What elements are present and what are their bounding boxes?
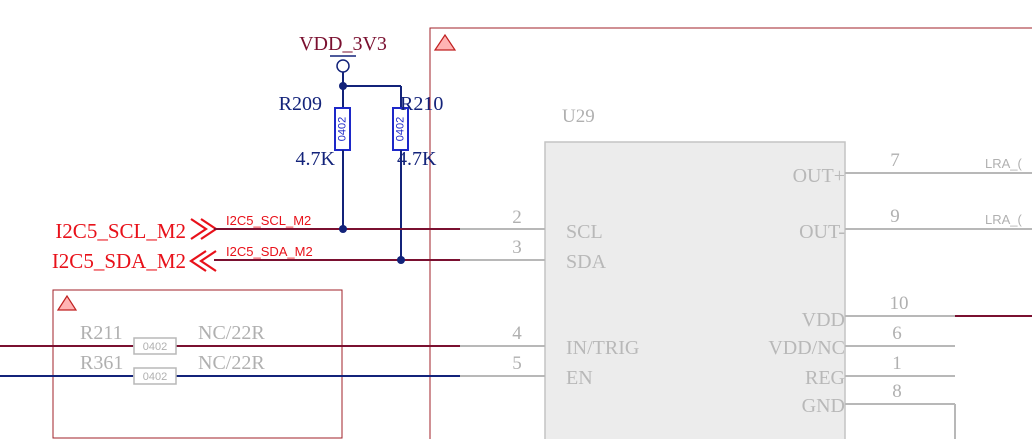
sda-port-arrow [189,250,207,272]
pin-8-number: 8 [892,381,902,402]
scl-port-label: I2C5_SCL_M2 [55,219,186,243]
pin-en-name: EN [566,367,593,389]
pin-out-plus-name: OUT+ [793,165,845,187]
scl-net-label: I2C5_SCL_M2 [226,213,311,228]
junction-dot [339,225,347,233]
r361-ref: R361 [80,352,123,374]
power-circle [336,59,350,73]
pin-vdd-name: VDD [802,309,845,331]
lra-pos-net-label: LRA_( [985,156,1023,171]
r211-ref: R211 [80,322,123,344]
right-sheet-frame [429,27,1032,439]
scl-port-arrow [200,218,218,240]
option-sheet-frame [52,289,343,439]
junction-dot [397,256,405,264]
r209-package: 0402 [336,117,348,141]
sda-port-arrow [199,250,217,272]
pin-out-minus-name: OUT- [799,221,845,243]
pin-reg-name: REG [805,367,845,389]
pin-gnd-name: GND [802,395,845,417]
r211-value: NC/22R [198,322,265,344]
pin-scl-name: SCL [566,221,603,243]
r210-ref: R210 [400,93,443,115]
pin-1-number: 1 [892,353,902,374]
warning-icon [433,33,457,51]
warning-icon [56,294,78,311]
r210-package: 0402 [394,117,406,141]
pin-6-number: 6 [892,323,902,344]
pin-3-number: 3 [512,237,522,258]
pin-7-number: 7 [890,150,900,171]
sda-net-label: I2C5_SDA_M2 [226,244,313,259]
scl-port-arrow [190,218,208,240]
sda-port-label: I2C5_SDA_M2 [52,249,186,273]
r361-value: NC/22R [198,352,265,374]
vdd-3v3-label: VDD_3V3 [299,33,387,55]
pin-4-number: 4 [512,323,522,344]
u29-ref: U29 [562,106,595,127]
pin-9-number: 9 [890,206,900,227]
r211-body [133,337,177,355]
r209-value: 4.7K [296,148,336,170]
r361-package: 0402 [143,371,167,383]
pin-in-trig-name: IN/TRIG [566,337,639,359]
r209-ref: R209 [279,93,322,115]
pin-vdd-nc-name: VDD/NC [768,337,845,359]
pin-2-number: 2 [512,207,522,228]
r210-value: 4.7K [397,148,437,170]
pin-10-number: 10 [890,293,909,314]
pin-sda-name: SDA [566,251,607,273]
pin-5-number: 5 [512,353,522,374]
lra-neg-net-label: LRA_( [985,212,1023,227]
u29-body [544,141,846,439]
r361-body [133,367,177,385]
r211-package: 0402 [143,341,167,353]
